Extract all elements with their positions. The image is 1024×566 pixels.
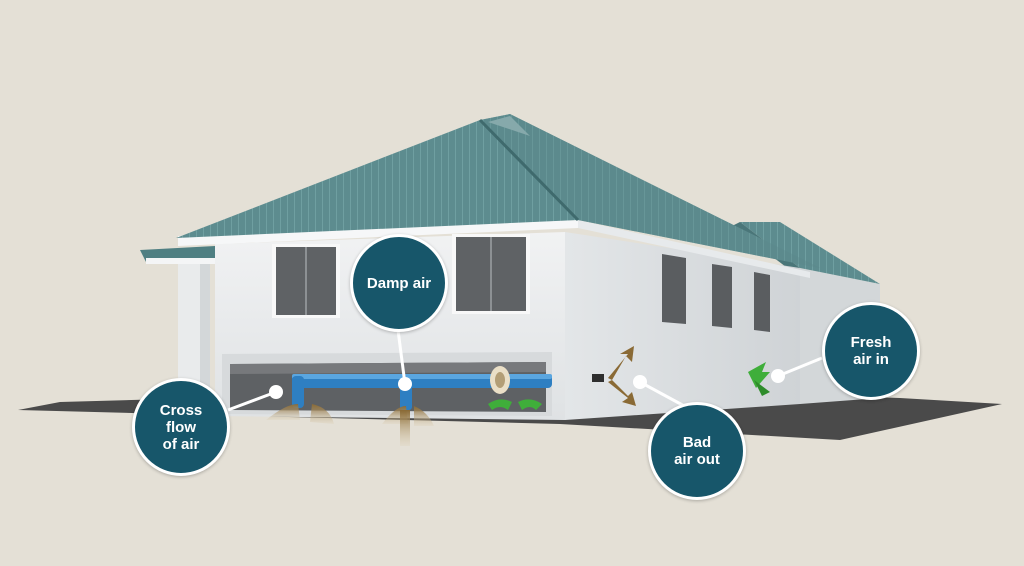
side-wall: [565, 232, 800, 420]
window-front-left: [272, 244, 340, 318]
leader-dots: [269, 369, 785, 399]
veranda: [140, 246, 216, 402]
callout-fresh-air-in: Fresh air in: [822, 302, 920, 400]
roof: [176, 114, 820, 268]
callout-bad-air-out: Bad air out: [648, 402, 746, 500]
window-front-right: [452, 234, 530, 314]
callout-damp-air: Damp air: [350, 234, 448, 332]
damp-air-flow-icons: [266, 404, 434, 446]
callout-cross-flow: Cross flow of air: [132, 378, 230, 476]
bad-air-vent: [592, 346, 636, 406]
leader-lines: [227, 329, 823, 412]
fresh-air-arrow-icons: [488, 362, 770, 410]
windows-side: [662, 254, 770, 332]
